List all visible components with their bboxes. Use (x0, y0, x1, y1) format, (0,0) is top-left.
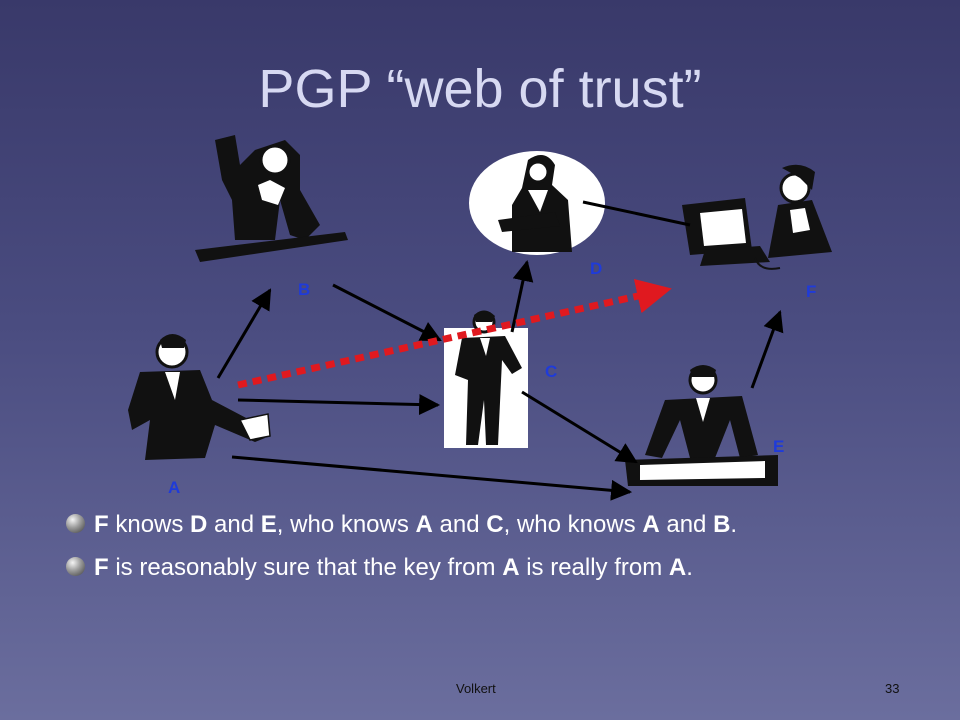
bullet-segment: E (260, 511, 277, 538)
node-label-d: D (590, 259, 603, 278)
edge-a-to-f-trust-path (237, 278, 672, 389)
edge-b-to-c (332, 283, 442, 342)
bullet-segment: A (415, 511, 433, 538)
bullet-list: F knows D and E, who knows A and C, who … (66, 510, 926, 596)
slide-title: PGP “web of trust” (258, 59, 702, 119)
edge-a-to-c (237, 394, 441, 416)
bullet-segment: D (190, 511, 208, 538)
bullet-text-2: F is reasonably sure that the key from A… (94, 554, 693, 581)
bullet-segment: and (207, 511, 261, 538)
bullet-segment: F (94, 511, 109, 538)
bullet-segment: F (94, 554, 109, 581)
bullet-segment: B (713, 511, 731, 538)
edge-e-to-f (750, 310, 784, 389)
node-label-b: B (298, 280, 311, 299)
bullet-segment: knows (108, 511, 191, 538)
bullet-segment: A (502, 554, 520, 581)
bullet-segment: , who knows (503, 511, 643, 538)
bullet-segment: A (642, 511, 660, 538)
footer-author: Volkert (456, 681, 496, 696)
bullet-segment: and (432, 511, 487, 538)
node-label-f: F (806, 282, 817, 301)
bullet-segment: A (668, 554, 687, 581)
person-b-illustration (195, 135, 348, 262)
bullet-segment: , who knows (276, 511, 416, 538)
bullet-segment: . (686, 554, 693, 581)
bullet-sphere-icon (66, 557, 85, 576)
person-c-illustration (444, 310, 528, 448)
bullet-segment: is reasonably sure that the key from (108, 554, 503, 581)
person-e-illustration (625, 365, 778, 486)
footer-page-number: 33 (885, 681, 900, 696)
person-a-illustration (128, 334, 271, 460)
edge-a-to-b (216, 288, 272, 379)
bullet-sphere-icon (66, 514, 85, 533)
bullet-segment: C (486, 511, 504, 538)
bullet-item-2: F is reasonably sure that the key from A… (66, 553, 926, 582)
bullet-text-1: F knows D and E, who knows A and C, who … (94, 511, 737, 538)
edge-d-to-f (582, 200, 691, 227)
node-label-e: E (773, 437, 785, 456)
person-d-illustration (469, 151, 605, 255)
person-f-illustration (682, 164, 832, 270)
bullet-segment: is really from (519, 554, 669, 581)
bullet-segment: and (659, 511, 714, 538)
bullet-segment: . (730, 511, 738, 538)
node-label-c: C (545, 362, 558, 381)
edge-c-to-d (510, 259, 534, 333)
edge-c-to-e (521, 390, 638, 464)
node-label-a: A (168, 478, 181, 497)
bullet-item-1: F knows D and E, who knows A and C, who … (66, 510, 926, 539)
edge-a-to-e (231, 455, 633, 501)
